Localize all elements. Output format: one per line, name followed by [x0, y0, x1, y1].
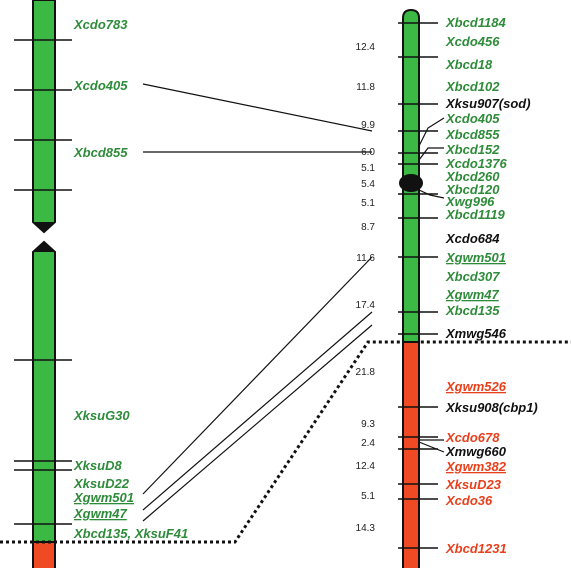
- distance-label: 11.8: [356, 82, 375, 93]
- right-marker-label: Xgwm382: [445, 459, 507, 474]
- left-marker-label: XksuD22: [73, 476, 130, 491]
- right-marker-label: Xbcd135: [445, 303, 500, 318]
- distance-label: 17.4: [356, 300, 376, 311]
- left-marker-label: Xbcd135, XksuF41: [73, 526, 188, 541]
- left-ticks: [14, 39, 72, 525]
- distance-label: 5.1: [361, 198, 375, 209]
- translocation-boundary-line: [0, 340, 571, 544]
- right-marker-label: Xbcd1231: [445, 541, 507, 556]
- right-marker-label: Xgwm501: [445, 250, 506, 265]
- right-marker-label: Xbcd1119: [445, 207, 506, 222]
- right-marker-label: Xmwg660: [445, 444, 507, 459]
- right-marker-label: XksuD23: [445, 477, 502, 492]
- right-marker-label: Xwg996: [445, 194, 495, 209]
- right-marker-label: Xbcd120: [445, 182, 500, 197]
- distance-label: 12.4: [356, 42, 376, 53]
- distance-label: 5.1: [361, 491, 375, 502]
- left-chromosome-green-lower: [32, 240, 56, 543]
- right-distances: 12.4 11.8 9.9 6.0 5.1 5.4 5.1 8.7 11.6 1…: [356, 42, 376, 534]
- right-marker-label: Xbcd260: [445, 169, 500, 184]
- distance-label: 11.6: [356, 253, 375, 264]
- right-marker-labels: Xbcd1184 Xcdo456 Xbcd18 Xbcd102 Xksu907(…: [445, 15, 538, 556]
- homology-lines: [142, 83, 373, 522]
- left-marker-labels: Xcdo783 Xcdo405 Xbcd855 XksuG30 XksuD8 X…: [73, 17, 188, 541]
- distance-label: 8.7: [361, 222, 375, 233]
- right-marker-label: Xgwm526: [445, 379, 507, 394]
- distance-label: 9.9: [361, 120, 375, 131]
- right-centromere: [399, 174, 423, 192]
- right-marker-label: Xbcd102: [445, 79, 500, 94]
- right-marker-label: Xbcd855: [445, 127, 500, 142]
- left-marker-label: Xgwm501: [73, 490, 134, 505]
- left-marker-label: XksuG30: [73, 408, 130, 423]
- right-marker-label: Xbcd18: [445, 57, 493, 72]
- right-leader-lines: [418, 117, 445, 453]
- right-marker-label: Xmwg546: [445, 326, 507, 341]
- right-marker-label: Xcdo678: [445, 430, 500, 445]
- right-marker-label: Xksu907(sod): [445, 96, 531, 111]
- distance-label: 2.4: [361, 438, 375, 449]
- right-ticks: [398, 22, 438, 549]
- left-marker-label: Xbcd855: [73, 145, 128, 160]
- left-marker-label: XksuD8: [73, 458, 122, 473]
- right-chromosome-red-segment: [402, 341, 420, 568]
- distance-label: 21.8: [356, 367, 376, 378]
- right-marker-label: Xgwm47: [445, 287, 500, 302]
- right-marker-label: Xcdo456: [445, 34, 500, 49]
- right-marker-label: Xbcd307: [445, 269, 500, 284]
- distance-label: 6.0: [361, 147, 375, 158]
- left-marker-label: Xgwm47: [73, 506, 128, 521]
- distance-label: 14.3: [356, 523, 376, 534]
- distance-label: 9.3: [361, 419, 375, 430]
- right-marker-label: Xbcd1184: [445, 15, 507, 30]
- left-chromosome-red-segment: [32, 541, 56, 568]
- left-marker-label: Xcdo405: [73, 78, 128, 93]
- left-centromere-fill: [36, 224, 52, 250]
- right-marker-label: Xksu908(cbp1): [445, 400, 538, 415]
- right-marker-label: Xbcd152: [445, 142, 500, 157]
- distance-label: 12.4: [356, 461, 376, 472]
- right-marker-label: Xcdo405: [445, 111, 500, 126]
- right-marker-label: Xcdo684: [445, 231, 500, 246]
- left-chromosome-green-upper: [32, 0, 56, 234]
- right-marker-label: Xcdo1376: [445, 156, 507, 171]
- right-marker-label: Xcdo36: [445, 493, 493, 508]
- distance-label: 5.1: [361, 163, 375, 174]
- distance-label: 5.4: [361, 179, 375, 190]
- left-chromosome: [14, 0, 72, 568]
- left-marker-label: Xcdo783: [73, 17, 128, 32]
- right-chromosome: [398, 8, 445, 568]
